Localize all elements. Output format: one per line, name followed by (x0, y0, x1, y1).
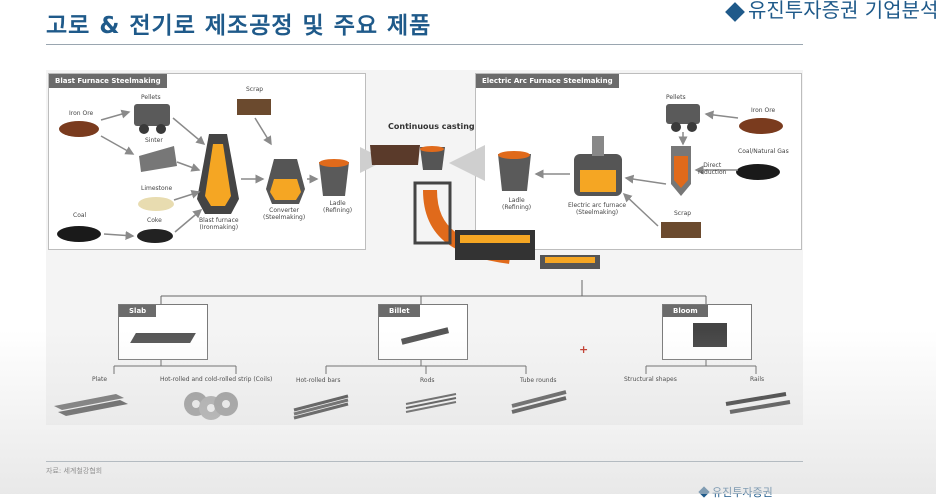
eaf-scrap-pile (661, 222, 701, 238)
category-slab-box: Slab (118, 304, 208, 360)
eaf-illustration (498, 104, 783, 238)
category-bloom-box: Bloom (662, 304, 752, 360)
blast-furnace-panel-header: Blast Furnace Steelmaking (49, 74, 167, 88)
eaf-ladle-shape (498, 154, 531, 191)
brand-name: 유진투자증권 기업분석 (748, 0, 936, 22)
category-bloom-label: Bloom (663, 305, 708, 317)
iron-ore-pile (59, 121, 99, 137)
label-coal: Coal (73, 212, 87, 219)
coil-image (184, 392, 238, 420)
category-billet-box: Billet (378, 304, 468, 360)
brand-mark-icon (725, 1, 745, 22)
footer-divider (46, 461, 803, 462)
sinter-machine (139, 146, 177, 172)
eaf-panel: Electric Arc Furnace Steelmaking (475, 73, 802, 250)
label-limestone: Limestone (141, 185, 173, 192)
caster-ladle-shape (420, 147, 445, 170)
product-images (54, 390, 791, 420)
label-coke: Coke (147, 217, 162, 224)
category-slab-label: Slab (119, 305, 157, 317)
label-eaf-ladle: Ladle(Refining) (502, 197, 532, 211)
marker-plus: + (579, 343, 589, 356)
blast-furnace-panel: Blast Furnace Steelmaking (48, 73, 366, 250)
category-billet-label: Billet (379, 305, 420, 317)
label-ladle: Ladle(Refining) (323, 200, 353, 214)
label-converter: Converter(Steelmaking) (263, 207, 306, 221)
bloom-shape (693, 323, 727, 347)
footer-brand: 유진투자증권 (698, 484, 773, 500)
continuous-casting-illustration (360, 142, 600, 269)
label-eaf-iron-ore: Iron Ore (751, 107, 776, 114)
label-sinter: Sinter (145, 137, 163, 144)
label-eaf-pellets: Pellets (666, 94, 686, 101)
continuous-casting-label: Continuous casting (388, 122, 475, 131)
blast-furnace-illustration (57, 99, 349, 243)
label-pellets: Pellets (141, 94, 161, 101)
footer-brand-name: 유진투자증권 (712, 486, 773, 499)
plate-image (54, 394, 128, 416)
coal-gas-pile (736, 164, 780, 180)
billet-shape (400, 327, 450, 345)
title-divider (46, 44, 803, 45)
rods-image (405, 393, 457, 413)
coke-pile (137, 229, 173, 243)
tundish-shape (370, 145, 420, 165)
page-title: 고로 & 전기로 제조공정 및 주요 제품 (46, 13, 432, 39)
eaf-panel-header: Electric Arc Furnace Steelmaking (476, 74, 619, 88)
label-blast-furnace: Blast furnace(Ironmaking) (199, 217, 239, 231)
bars-image (293, 394, 349, 420)
label-eaf: Electric arc furnace(Steelmaking) (568, 202, 627, 216)
pellet-machine (134, 104, 170, 126)
label-iron-ore: Iron Ore (69, 110, 94, 117)
eaf-iron-ore-pile (739, 118, 783, 134)
slab-shape (130, 333, 196, 343)
ladle-shape (319, 162, 349, 196)
footer-logo-icon (698, 486, 710, 498)
label-coal-gas: Coal/Natural Gas (738, 148, 789, 155)
eaf-pellet-machine (666, 104, 700, 124)
tube-rounds-image (511, 390, 567, 414)
cooling-rolls (455, 230, 535, 260)
source-note: 자료: 세계철강협회 (46, 467, 103, 475)
limestone-pile (138, 197, 174, 211)
rails-image (725, 392, 791, 414)
label-eaf-scrap: Scrap (674, 210, 692, 217)
brand-logo: 유진투자증권 기업분석 (725, 0, 936, 23)
coal-pile (57, 226, 101, 242)
scrap-pile (237, 99, 271, 115)
label-scrap: Scrap (246, 86, 264, 93)
